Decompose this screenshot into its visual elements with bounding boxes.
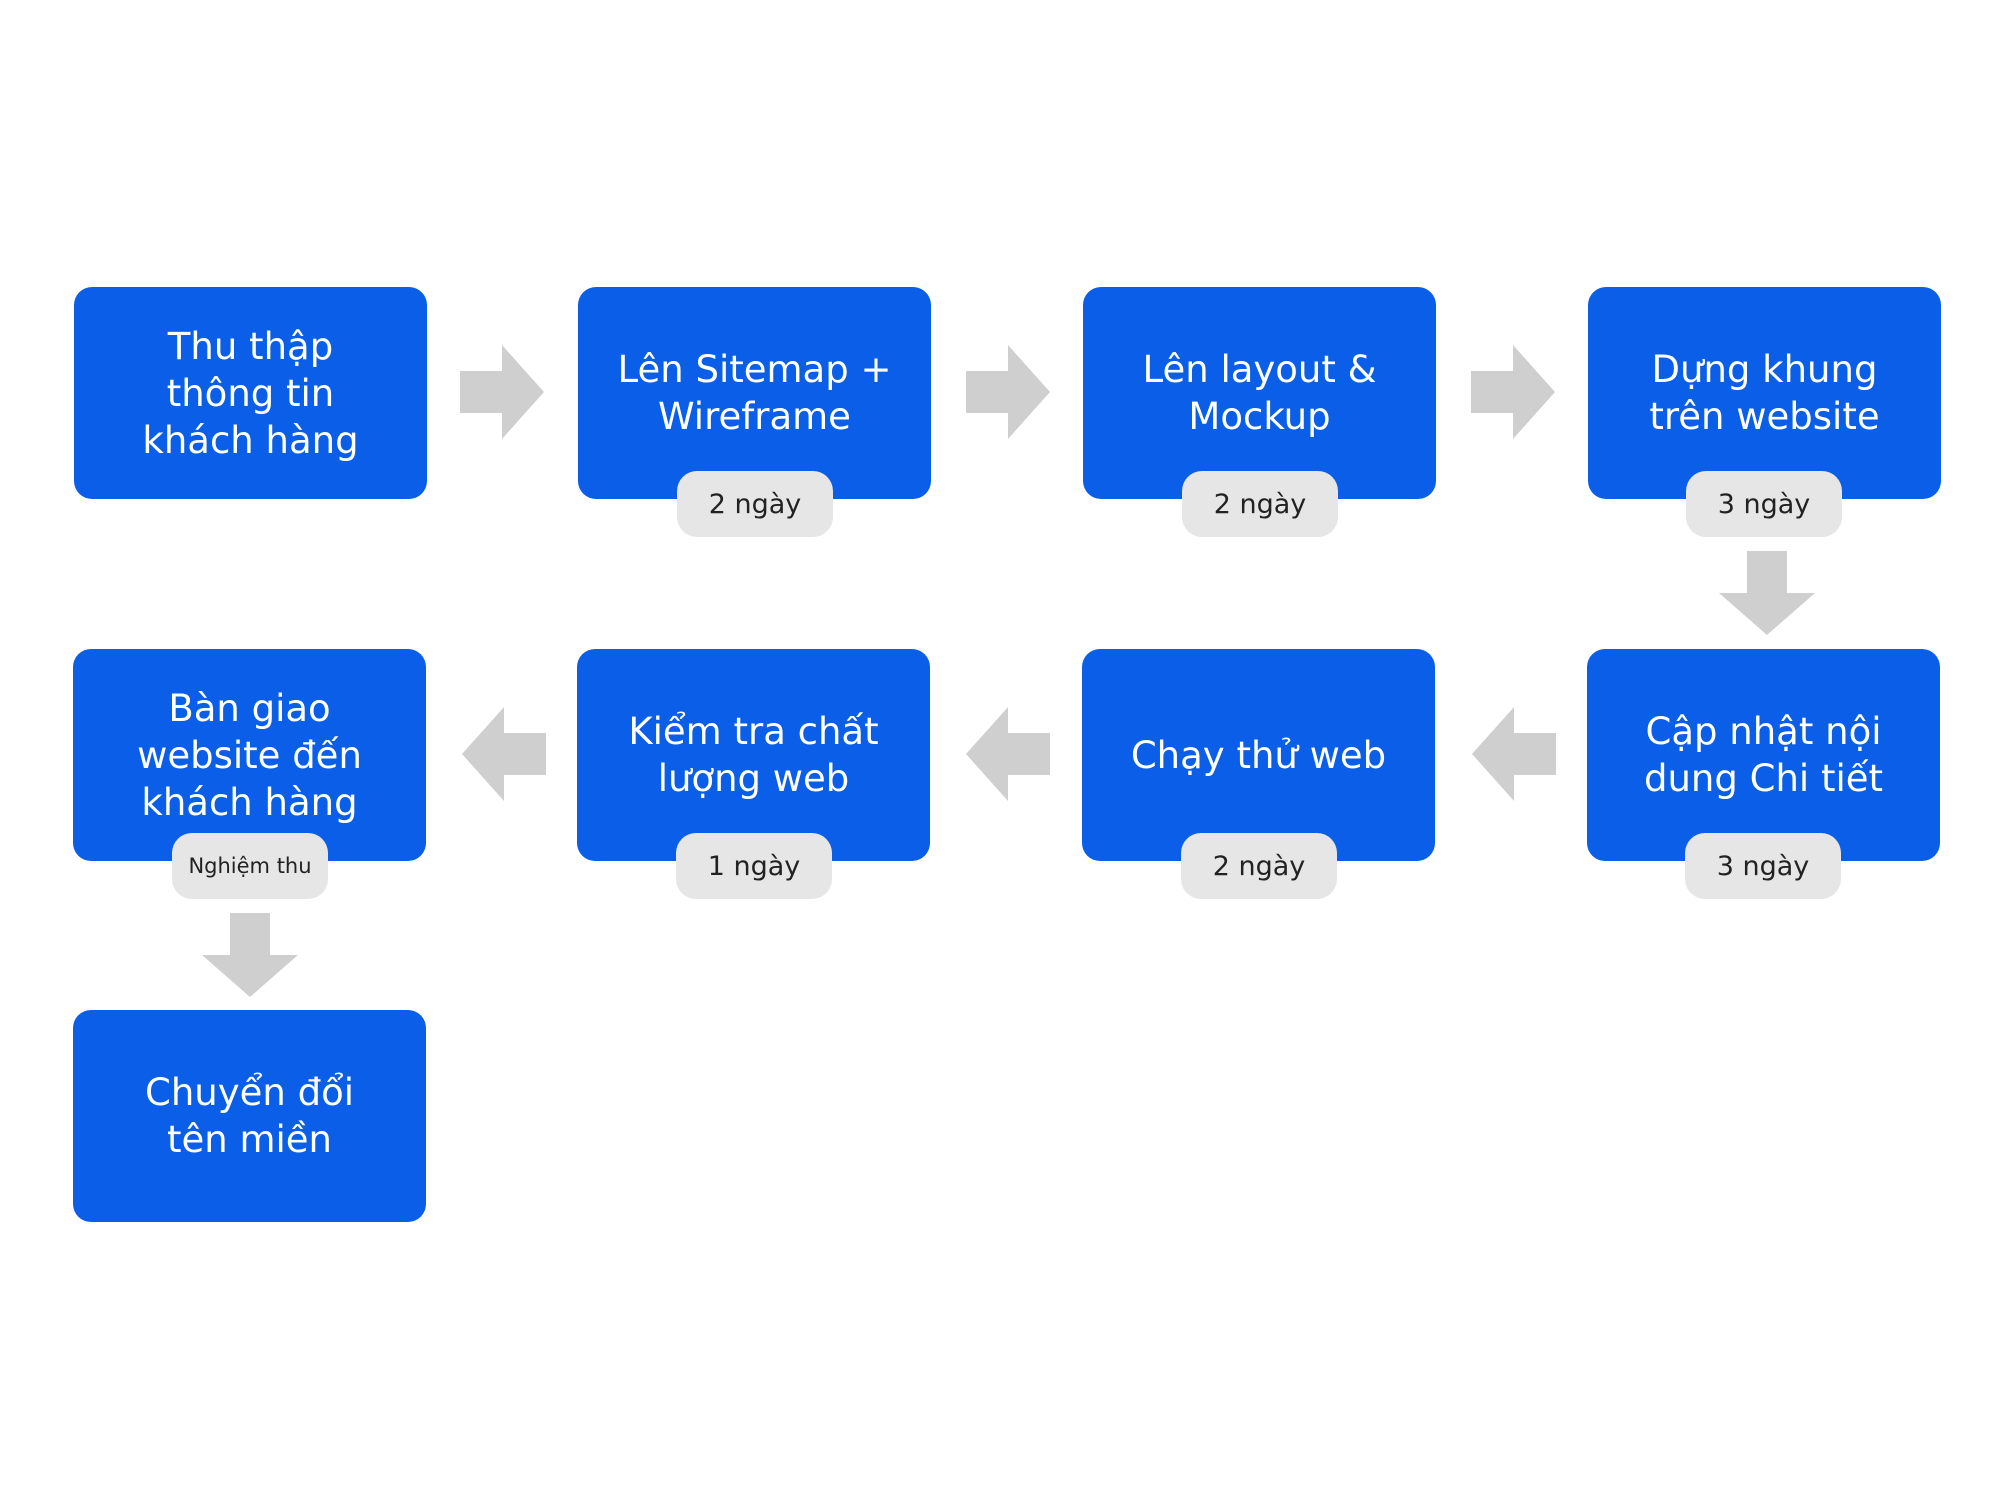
step-label: Kiểm tra chất lượng web <box>628 710 879 800</box>
step-label: Lên Sitemap + Wireframe <box>617 348 892 438</box>
step-label: Dựng khung trên website <box>1649 348 1880 438</box>
duration-badge: 2 ngày <box>1182 471 1338 537</box>
arrow-down-icon <box>202 913 298 997</box>
step-label: Chuyển đổi tên miền <box>144 1071 354 1161</box>
step-layout-mockup: Lên layout & Mockup <box>1083 287 1436 499</box>
arrow-left-icon <box>1472 707 1556 801</box>
step-label: Lên layout & Mockup <box>1142 348 1377 438</box>
step-chay-thu-web: Chạy thử web <box>1082 649 1435 861</box>
step-label: Thu thập thông tin khách hàng <box>142 324 359 462</box>
step-label: Chạy thử web <box>1130 733 1387 777</box>
duration-badge: 3 ngày <box>1686 471 1842 537</box>
step-kiem-tra-chat-luong: Kiểm tra chất lượng web <box>577 649 930 861</box>
arrow-left-icon <box>966 707 1050 801</box>
arrow-right-icon <box>1471 345 1555 439</box>
arrow-down-icon <box>1719 551 1815 635</box>
duration-badge: 2 ngày <box>677 471 833 537</box>
duration-badge: 2 ngày <box>1181 833 1337 899</box>
arrow-left-icon <box>462 707 546 801</box>
step-dung-khung-website: Dựng khung trên website <box>1588 287 1941 499</box>
step-chuyen-doi-ten-mien: Chuyển đổi tên miền <box>73 1010 426 1222</box>
step-ban-giao-website: Bàn giao website đến khách hàng <box>73 649 426 861</box>
duration-badge: 1 ngày <box>676 833 832 899</box>
arrow-right-icon <box>460 345 544 439</box>
acceptance-badge: Nghiệm thu <box>172 833 328 899</box>
step-thu-thap-thong-tin: Thu thập thông tin khách hàng <box>74 287 427 499</box>
duration-badge: 3 ngày <box>1685 833 1841 899</box>
step-label: Cập nhật nội dung Chi tiết <box>1643 710 1884 800</box>
step-cap-nhat-noi-dung: Cập nhật nội dung Chi tiết <box>1587 649 1940 861</box>
step-label: Bàn giao website đến khách hàng <box>137 686 362 824</box>
arrow-right-icon <box>966 345 1050 439</box>
step-sitemap-wireframe: Lên Sitemap + Wireframe <box>578 287 931 499</box>
